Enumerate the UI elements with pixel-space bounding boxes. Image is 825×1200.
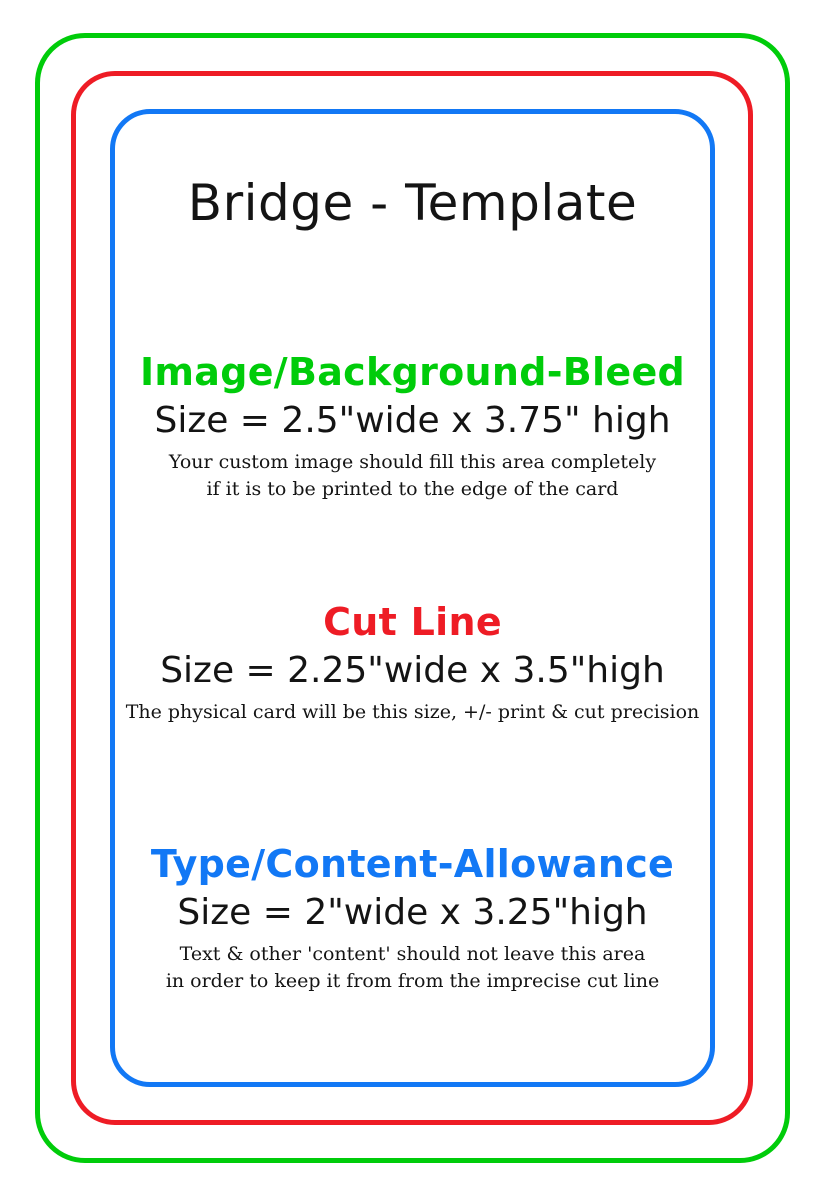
bleed-note-line-2: if it is to be printed to the edge of th… (206, 478, 619, 501)
bleed-size-text: Size = 2.5"wide x 3.75" high (154, 399, 671, 441)
page-title: Bridge - Template (187, 174, 638, 232)
cut-line-note-line-1: The physical card will be this size, +/-… (125, 701, 700, 724)
content-allowance-heading: Type/Content-Allowance (150, 842, 675, 886)
cut-line-frame-outline (71, 71, 753, 1125)
cut-line-note: The physical card will be this size, +/-… (0, 699, 825, 726)
cut-line-heading: Cut Line (323, 600, 502, 644)
content-frame-outline (110, 109, 715, 1087)
content-allowance-note: Text & other 'content' should not leave … (0, 941, 825, 995)
bleed-note-line-1: Your custom image should fill this area … (168, 451, 657, 474)
section-content-allowance: Type/Content-Allowance Size = 2"wide x 3… (0, 842, 825, 995)
section-bleed: Image/Background-Bleed Size = 2.5"wide x… (0, 350, 825, 503)
bleed-heading: Image/Background-Bleed (139, 350, 686, 394)
cut-line-size-text: Size = 2.25"wide x 3.5"high (160, 649, 665, 691)
content-allowance-note-line-1: Text & other 'content' should not leave … (179, 943, 646, 966)
section-cut-line: Cut Line Size = 2.25"wide x 3.5"high The… (0, 600, 825, 726)
content-allowance-note-line-2: in order to keep it from from the imprec… (165, 970, 660, 993)
content-allowance-size-text: Size = 2"wide x 3.25"high (177, 891, 648, 933)
bleed-frame-outline (35, 33, 790, 1163)
bleed-note: Your custom image should fill this area … (0, 449, 825, 503)
